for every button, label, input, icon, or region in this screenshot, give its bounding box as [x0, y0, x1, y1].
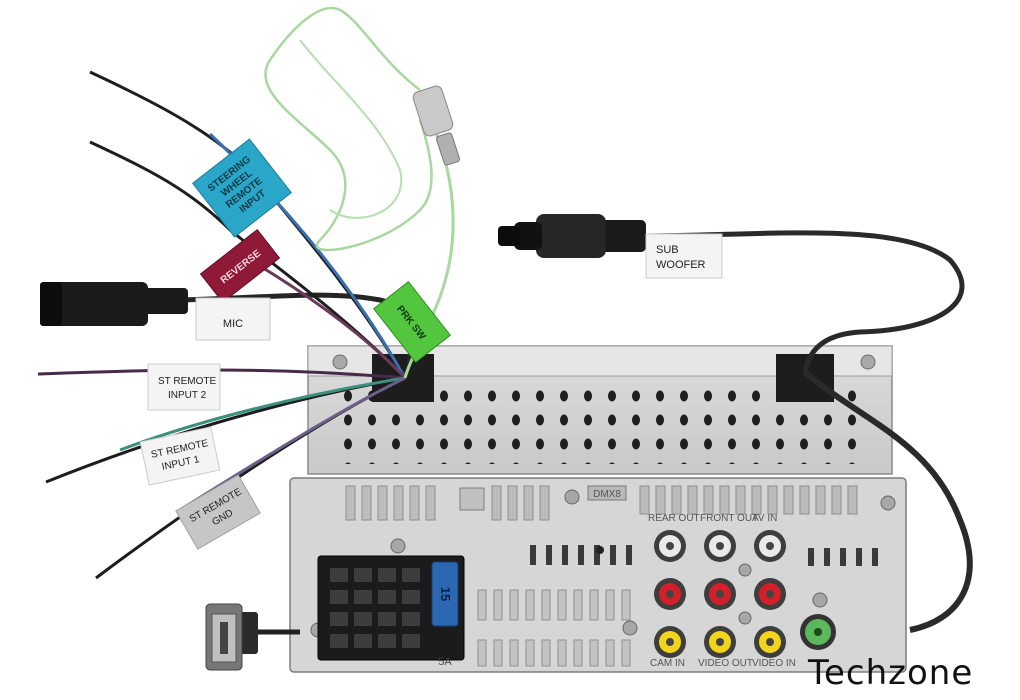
fuse [431, 561, 459, 627]
mic-text: MIC [223, 318, 243, 330]
iso-connector: 15 5A [317, 538, 465, 668]
video-in-label: VIDEO IN [752, 658, 796, 669]
rca-red-row [654, 578, 786, 610]
av-in-label: AV IN [752, 513, 777, 524]
st2-line-2: INPUT 2 [168, 390, 207, 401]
tag-reverse: REVERSE [199, 228, 281, 304]
sub-line-2: WOOFER [656, 259, 706, 271]
tag-st-remote-input-2: ST REMOTE INPUT 2 [147, 363, 221, 411]
subwoofer-cable [498, 214, 973, 633]
tag-parking-brake: PRK SW [373, 280, 451, 364]
svg-text:SUB WOOFER: SUB WOOFER [656, 244, 706, 271]
fuse-label: 5A [438, 656, 452, 668]
video-out-label: VIDEO OUT [698, 658, 753, 669]
rca-white-row [654, 530, 786, 562]
rear-out-label: REAR OUT [648, 513, 700, 524]
rca-jacks [654, 530, 836, 658]
sub-line-1: SUB [656, 244, 679, 256]
rca-yellow-row [654, 626, 786, 658]
svg-text:ST REMOTE INPUT 2: ST REMOTE INPUT 2 [158, 376, 219, 401]
parking-brake-wire [264, 6, 460, 379]
cable-clamp-right [776, 354, 834, 402]
tag-mic: MIC [195, 297, 271, 341]
tag-st-remote-gnd: ST REMOTE GND [175, 474, 261, 550]
usb-plug [205, 603, 300, 671]
tag-st-remote-input-1: ST REMOTE INPUT 1 [139, 426, 221, 486]
tag-subwoofer: SUB WOOFER [645, 233, 723, 279]
cam-in-label: CAM IN [650, 658, 685, 669]
brand-logo: DMX8 [593, 489, 621, 500]
front-out-label: FRONT OUT [700, 513, 758, 524]
st2-line-1: ST REMOTE [158, 376, 216, 387]
fuse-rating: 15 [438, 587, 453, 601]
tag-steering-wheel-remote-input: STEERING WHEEL REMOTE INPUT [191, 138, 293, 238]
watermark: Techzone [808, 653, 974, 693]
